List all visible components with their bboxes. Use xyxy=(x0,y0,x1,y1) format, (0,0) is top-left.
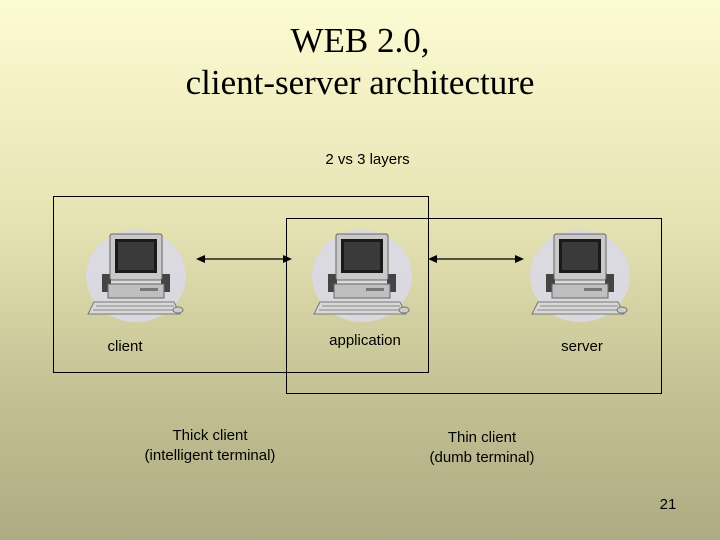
client-computer-icon xyxy=(86,230,186,322)
thin-client-box xyxy=(286,218,662,394)
server-label: server xyxy=(561,338,603,355)
client-label: client xyxy=(107,338,143,355)
title-line-1: WEB 2.0, xyxy=(290,21,430,60)
application-computer-icon xyxy=(312,230,412,322)
title-line-2: client-server architecture xyxy=(185,63,535,102)
client-application-arrow xyxy=(196,255,292,263)
thick-client-box xyxy=(53,196,429,373)
thick-client-caption-line-2: (intelligent terminal) xyxy=(144,447,276,464)
page-number: 21 xyxy=(659,496,677,513)
server-computer-icon xyxy=(530,230,630,322)
application-label: application xyxy=(329,332,401,349)
thick-client-caption: Thick client (intelligent terminal) xyxy=(130,426,290,466)
thick-client-caption-line-1: Thick client xyxy=(172,427,248,444)
application-server-arrow xyxy=(428,255,524,263)
thin-client-caption-line-1: Thin client xyxy=(447,429,517,446)
thin-client-caption-line-2: (dumb terminal) xyxy=(429,449,535,466)
slide-title: WEB 2.0, client-server architecture xyxy=(0,20,720,104)
thin-client-caption: Thin client (dumb terminal) xyxy=(412,428,552,468)
subtitle: 2 vs 3 layers xyxy=(325,151,410,168)
